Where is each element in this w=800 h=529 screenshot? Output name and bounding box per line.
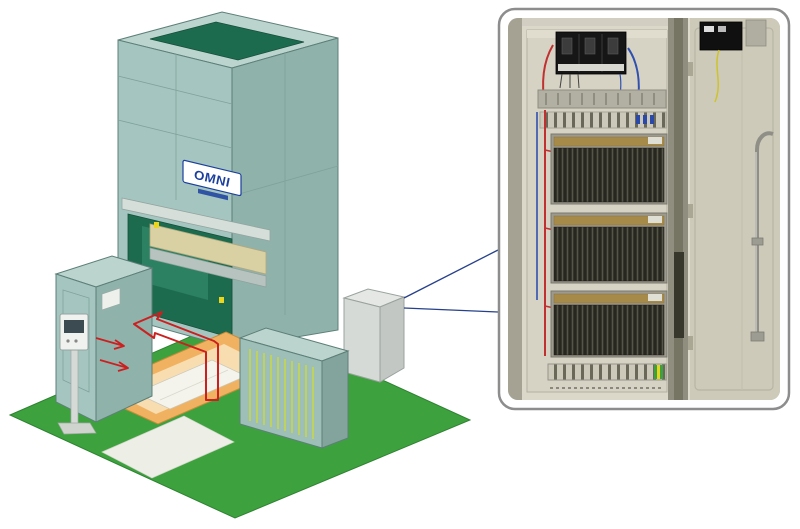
entrance-canopy <box>121 197 271 242</box>
electrical-box-front <box>343 297 381 383</box>
electrical-box <box>342 288 406 383</box>
door-hinge-1 <box>688 62 693 76</box>
module-1-label <box>648 137 662 144</box>
drive-module-1 <box>550 133 668 205</box>
door-handle-bracket-bottom <box>750 331 765 342</box>
door-hinge-3 <box>688 336 693 350</box>
control-post-pole <box>70 349 79 427</box>
module-2-bronze-band <box>553 215 665 226</box>
door-panel <box>688 18 780 400</box>
logo-subtext-mark <box>198 188 228 201</box>
ground-terminal-yellow <box>657 365 660 379</box>
machine-illustration: OMNI <box>8 11 472 519</box>
panel-seam-lines <box>117 52 339 315</box>
yellow-wire <box>714 49 720 103</box>
wire-duct <box>537 89 667 109</box>
breaker-toggle-1 <box>561 37 573 55</box>
logo-plate: OMNI <box>182 159 242 201</box>
entrance <box>121 197 271 339</box>
walkway <box>101 415 235 479</box>
wall-breaker-box <box>699 19 767 103</box>
module-1-bronze-band <box>553 136 665 147</box>
breaker-toggle-2 <box>584 37 596 55</box>
tower-top-opening <box>149 21 305 61</box>
terminal-blue-mark-3 <box>650 115 654 124</box>
lift-platform-panel <box>149 223 267 275</box>
wire-duct-slots <box>545 93 655 105</box>
bottom-terminal-strip <box>547 363 667 389</box>
module-2-heatsink-fins <box>553 226 665 282</box>
small-flow-arrow-1 <box>95 337 125 350</box>
door-handle-bracket-mid <box>751 237 764 246</box>
wall-junction-box <box>745 19 767 47</box>
drop-wires <box>559 73 580 89</box>
wall-breaker-label-1 <box>704 26 714 32</box>
bottom-terminal-body <box>547 363 667 381</box>
breaker-bank <box>555 31 627 75</box>
control-post <box>57 313 97 435</box>
terminal-blue-mark-1 <box>636 115 640 124</box>
callout-connector-lines <box>403 249 499 313</box>
cabinet-door <box>688 18 780 400</box>
terminal-row-body <box>539 111 667 129</box>
side-display-panel <box>101 287 121 311</box>
sensor-yellow-2 <box>219 297 224 303</box>
breaker-label-strip <box>558 64 624 71</box>
module-3-label <box>648 294 662 301</box>
flow-arrows <box>95 311 219 401</box>
louver-cabinet-side <box>321 350 349 449</box>
drive-module-2 <box>550 212 668 284</box>
callout-frame <box>497 7 791 411</box>
breaker-toggle-3 <box>607 37 619 55</box>
door-hinge-2 <box>688 204 693 218</box>
drive-module-3 <box>550 290 668 358</box>
sensor-yellow-1 <box>154 222 159 228</box>
electrical-box-side <box>379 296 405 383</box>
connector-line-bottom <box>403 307 499 313</box>
module-2-label <box>648 216 662 223</box>
control-post-screen <box>64 320 84 333</box>
pallet-line <box>159 369 229 401</box>
terminal-blue-mark-2 <box>643 115 647 124</box>
small-flow-arrow-2 <box>99 359 129 372</box>
door-handle-curve <box>755 131 774 151</box>
control-post-base <box>57 422 97 435</box>
control-post-button-2 <box>74 339 78 343</box>
door-gap-dark <box>674 18 683 400</box>
platform-beam <box>149 247 267 288</box>
module-1-heatsink-fins <box>553 147 665 203</box>
cabinet-photo <box>508 18 780 400</box>
big-flow-arrow <box>133 311 219 401</box>
louver-cabinet <box>238 327 350 449</box>
logo-background <box>182 159 242 197</box>
wall-breaker-label-2 <box>718 26 726 32</box>
module-3-bronze-band <box>553 293 665 304</box>
door-gap-slot <box>674 252 684 338</box>
interior-left-shadow <box>508 18 522 400</box>
control-post-button-1 <box>66 339 70 343</box>
module-3-heatsink-fins <box>553 304 665 356</box>
terminal-row <box>539 111 667 129</box>
louver-vents <box>249 349 314 439</box>
connector-line-top <box>403 249 499 299</box>
